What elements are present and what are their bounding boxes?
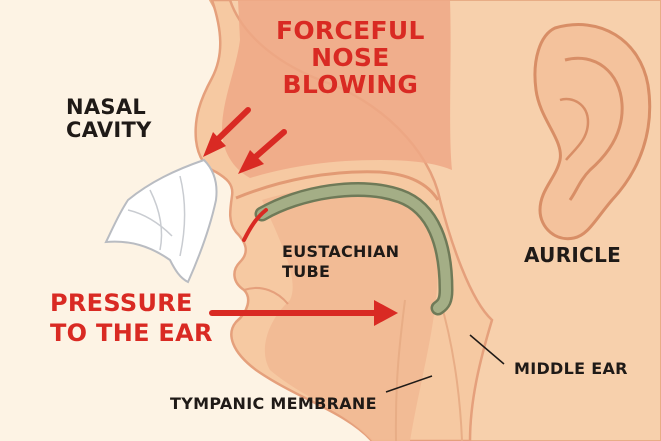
eustachian-tube-inner	[257, 184, 452, 313]
title-forceful-nose-blowing: FORCEFUL NOSE BLOWING	[276, 17, 425, 98]
title-line-1: FORCEFUL	[276, 16, 425, 45]
title-line-3: BLOWING	[282, 70, 419, 99]
pressure-line-2: TO THE EAR	[50, 318, 213, 347]
eustachian-line-2: TUBE	[282, 262, 331, 282]
label-middle-ear: MIDDLE EAR	[514, 359, 628, 378]
nasal-line-1: NASAL	[66, 95, 147, 119]
label-eustachian-tube: EUSTACHIAN TUBE	[282, 243, 399, 281]
eustachian-line-1: EUSTACHIAN	[282, 242, 400, 261]
nasal-line-2: CAVITY	[66, 117, 152, 142]
label-tympanic-membrane: TYMPANIC MEMBRANE	[170, 394, 377, 413]
tissue-icon	[104, 158, 218, 284]
auricle-ear	[533, 23, 652, 241]
pressure-arrow	[209, 300, 398, 326]
tympanic-leader	[385, 375, 433, 393]
middle-ear-leader	[469, 334, 505, 365]
arrow-icon	[203, 107, 287, 174]
label-nasal-cavity: NASAL CAVITY	[66, 96, 152, 141]
label-auricle: AURICLE	[524, 243, 622, 267]
neck-line-2	[439, 299, 463, 441]
label-pressure-to-the-ear: PRESSURE TO THE EAR	[50, 289, 213, 347]
neck-line-1	[394, 299, 406, 441]
palate-line	[235, 170, 440, 201]
chin-fold	[243, 286, 289, 305]
tube-opening	[242, 208, 268, 242]
title-line-2: NOSE	[311, 43, 390, 72]
pressure-line-1: PRESSURE	[50, 289, 193, 317]
